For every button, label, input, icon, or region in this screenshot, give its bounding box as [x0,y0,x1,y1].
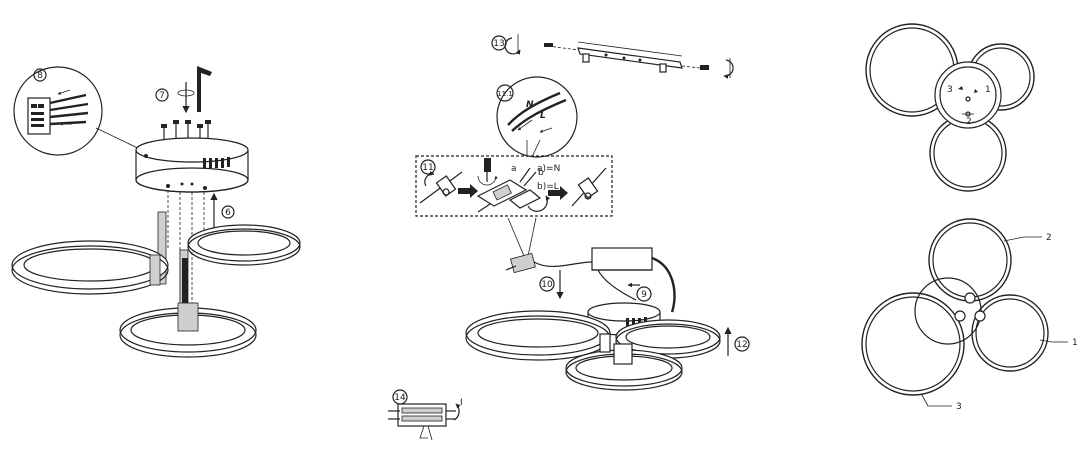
step-14-terminal-detail: 14 I [388,389,463,441]
step-9-label: 9 [641,290,647,300]
step-7-allen-key: 7 [155,66,212,114]
step-8-terminal-zoom: 8 [13,66,147,156]
allen-key-icon [197,66,212,112]
led-driver [591,247,653,271]
step-6-label: 6 [225,208,231,218]
terminal-connector [510,252,536,274]
top-view-position-2: 2 [966,117,972,127]
step-13-label: 13 [493,39,504,49]
center-disc-outline [914,277,982,345]
screwdriver-icon [484,158,491,172]
ring-1 [971,294,1049,372]
step-11-1-label: 11.1 [497,90,513,98]
ring-3 [861,292,965,396]
ring-2 [928,218,1012,302]
step-13-mounting-bracket: 13 [491,34,734,79]
assembled-lamp-side: 12 [465,302,750,391]
ceiling-canopy [135,137,249,193]
central-hub [177,302,199,332]
wire-l-label: L [540,111,546,121]
panel-mounting: 8 7 [11,66,301,358]
bracket-bar [577,47,683,69]
wire-n-label: N [526,100,534,110]
step-10-label: 10 [541,280,553,290]
light-rings-exploded [11,224,301,358]
step-11-connector-box: 11 a b a)=N a)=N b)=L [415,139,613,217]
callout-ring-2: 2 [1046,233,1052,243]
screw-right [700,65,709,70]
wire-b-label: b [538,168,544,178]
callout-ring-1: 1 [1072,338,1078,348]
step-14-mark: I [460,398,463,408]
step-11-label: 11 [422,163,433,173]
step-8-label: 8 [37,71,43,81]
screw-left [544,43,553,47]
center-canopy [934,61,1002,129]
top-view-position-3: 3 [947,85,953,95]
step-7-label: 7 [159,91,165,101]
a-equals-n-label: a)=N [537,164,560,174]
step-8-marker [33,68,47,82]
wire-a-label: a [511,164,517,174]
b-equals-l-label: b)=L [537,182,559,192]
callout-ring-3: 3 [956,402,962,412]
step-11-1-wire-zoom: 11.1 N L [496,76,578,158]
panel-wiring: 13 11.1 N L [388,34,750,441]
step-12-label: 12 [736,340,747,350]
terminal-block [27,97,51,135]
step-14-label: 14 [394,393,406,403]
top-view-position-1: 1 [985,85,991,95]
driver-and-cables: 10 9 [505,217,676,313]
panel-ring-positions: 2 1 3 [861,218,1078,412]
panel-top-view: 3 1 2 [865,23,1035,192]
